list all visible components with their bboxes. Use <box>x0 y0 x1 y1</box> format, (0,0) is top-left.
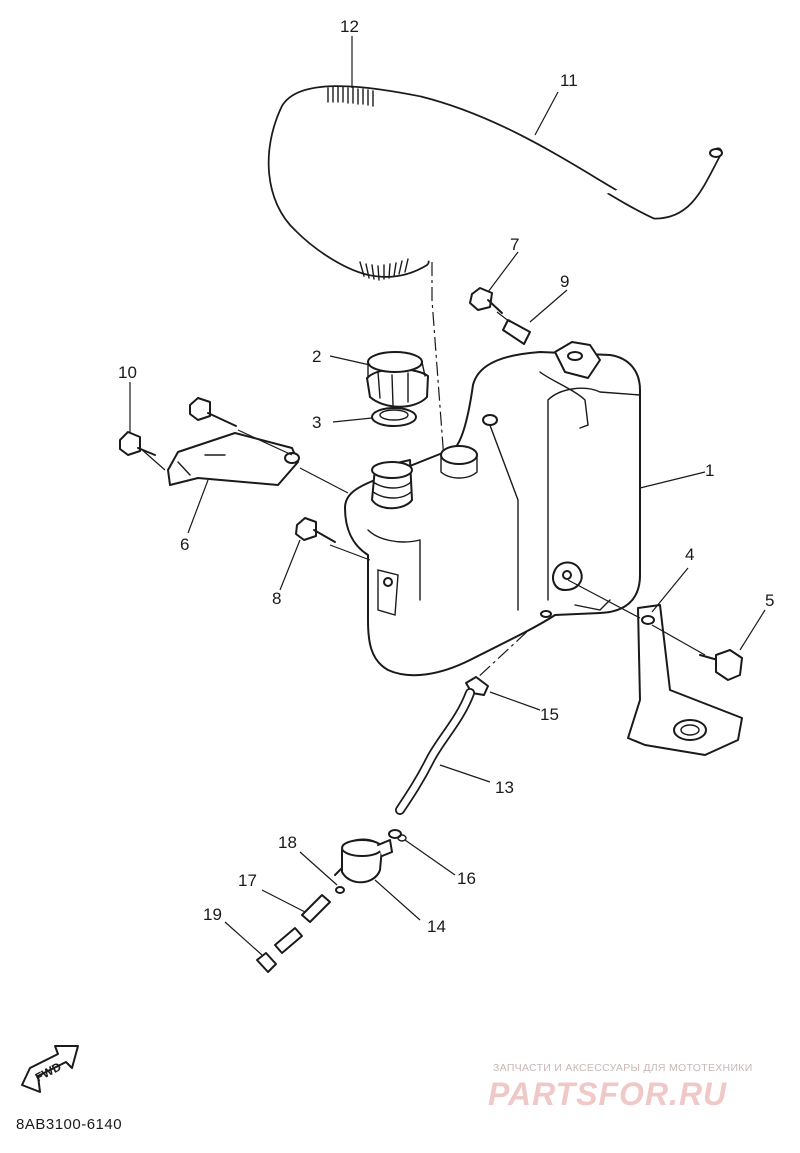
callout-lines <box>129 36 766 956</box>
fwd-arrow-icon: FWD <box>21 1045 79 1093</box>
callout-12: 12 <box>340 17 359 36</box>
small-clip <box>335 886 345 894</box>
bolt-8 <box>295 517 336 543</box>
callout-7: 7 <box>510 235 519 254</box>
drain-routing-line <box>474 614 546 681</box>
callout-2: 2 <box>312 347 321 366</box>
watermark-subtitle: ЗАПЧАСТИ И АКСЕССУАРЫ ДЛЯ МОТОТЕХНИКИ <box>493 1062 753 1074</box>
callout-5: 5 <box>765 591 774 610</box>
left-bracket <box>167 432 300 486</box>
callout-13: 13 <box>495 778 514 797</box>
watermark-logo: PARTSFOR.RU <box>488 1076 728 1112</box>
callout-14: 14 <box>427 917 446 936</box>
bolt-10-upper <box>189 397 237 427</box>
diagram-code: 8AB3100-6140 <box>16 1116 123 1133</box>
callout-4: 4 <box>685 545 694 564</box>
callout-1: 1 <box>705 461 714 480</box>
callout-8: 8 <box>272 589 281 608</box>
collar <box>502 319 531 345</box>
bolt-5 <box>699 649 743 681</box>
breather-hose <box>267 85 723 281</box>
check-valve <box>334 838 393 884</box>
hose-clip <box>388 829 407 842</box>
bolt-10-lower <box>119 431 156 456</box>
filler-cap <box>366 351 429 408</box>
callout-19: 19 <box>203 905 222 924</box>
callout-17: 17 <box>238 871 257 890</box>
short-pipe <box>301 894 331 923</box>
callout-16: 16 <box>457 869 476 888</box>
callout-15: 15 <box>540 705 559 724</box>
callout-3: 3 <box>312 413 321 432</box>
cap-gasket <box>371 407 417 427</box>
callout-labels: 12 11 2 3 7 9 10 6 8 1 4 5 15 13 16 14 1… <box>118 17 774 936</box>
callout-18: 18 <box>278 833 297 852</box>
callout-6: 6 <box>180 535 189 554</box>
bolt-7 <box>469 287 503 314</box>
pipe-cap <box>256 927 303 973</box>
callout-9: 9 <box>560 272 569 291</box>
callout-10: 10 <box>118 363 137 382</box>
right-bracket <box>627 604 743 756</box>
drain-hose <box>395 688 475 815</box>
callout-11: 11 <box>560 71 578 90</box>
hose-routing-line <box>431 262 445 461</box>
